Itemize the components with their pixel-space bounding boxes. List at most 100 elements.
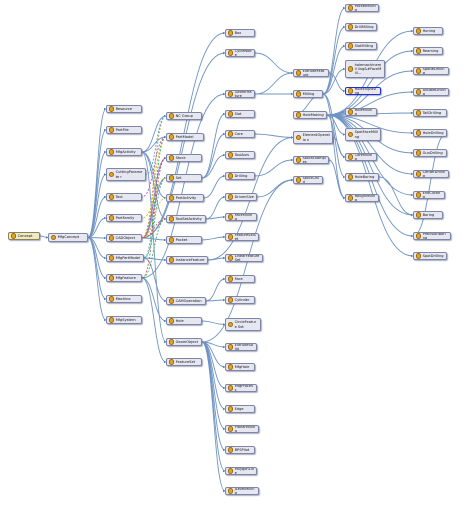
class-node-face[interactable]: Face bbox=[225, 275, 255, 283]
class-node-label: Reaming bbox=[422, 48, 439, 53]
class-node-label: Core bbox=[234, 131, 243, 136]
class-node-geomobject[interactable]: GeomObject bbox=[166, 338, 202, 346]
class-node-holemaking[interactable]: HoleMaking bbox=[293, 111, 327, 119]
edge-geomobject-mfgprocess bbox=[201, 341, 226, 390]
class-dot-icon bbox=[228, 468, 234, 474]
class-node-elementoperation[interactable]: ElementOperatio n bbox=[293, 131, 333, 144]
edge-set-slot bbox=[201, 112, 226, 179]
class-node-centerdrilling[interactable]: CenterDrilling bbox=[413, 170, 449, 178]
edge-geomobject-bpspilot bbox=[201, 341, 226, 452]
class-node-mfgprocess[interactable]: MfgProcess bbox=[225, 384, 257, 392]
class-node-hole[interactable]: Hole bbox=[166, 317, 202, 325]
class-node-partmodel[interactable]: PartModel bbox=[166, 133, 204, 141]
class-node-polygonline[interactable]: PolygonLine bbox=[225, 467, 257, 475]
class-dot-icon bbox=[228, 30, 234, 36]
class-node-stockchild[interactable]: StockChild bbox=[293, 176, 323, 184]
class-dot-icon bbox=[228, 152, 234, 158]
class-node-extrudesolid[interactable]: ExtrudeSolid bbox=[225, 343, 257, 351]
class-node-facemilling[interactable]: FaceMilling bbox=[225, 213, 257, 221]
class-node-partfile[interactable]: PartFile bbox=[106, 126, 142, 134]
class-node-honing[interactable]: Honing bbox=[413, 27, 443, 35]
class-node-mfghole[interactable]: MfgHole bbox=[225, 363, 255, 371]
class-node-camoperation[interactable]: CAMOperation bbox=[166, 297, 206, 305]
class-node-holemilling[interactable]: HoleMilling bbox=[345, 108, 377, 116]
class-node-slotmilling[interactable]: SlotMilling bbox=[345, 42, 377, 50]
class-node-instancefeature[interactable]: InstanceFeature bbox=[166, 256, 208, 264]
class-dot-icon bbox=[228, 344, 234, 350]
class-node-cadobject[interactable]: CADObject bbox=[106, 234, 142, 242]
class-node-geomfeature[interactable]: GeomFeature bbox=[225, 90, 255, 98]
class-node-endcutting[interactable]: EndCutting bbox=[413, 191, 445, 199]
class-node-extrudefeature[interactable]: ExtrudeFeature bbox=[293, 69, 329, 77]
class-node-drilling[interactable]: Drilling bbox=[225, 172, 255, 180]
class-node-machine[interactable]: Machine bbox=[106, 295, 142, 303]
class-dot-icon bbox=[416, 48, 422, 54]
class-node-label: HoleMaking bbox=[302, 112, 324, 117]
class-node-pocketmilling[interactable]: PocketMilling bbox=[345, 4, 379, 12]
class-node-holemachining[interactable]: holemachinemil ling&#FaceMill... bbox=[345, 60, 385, 78]
class-node-cylinder[interactable]: Cylinder bbox=[225, 296, 255, 304]
class-node-drivensize[interactable]: DrivenSize bbox=[225, 193, 257, 201]
class-node-circlefeatureset[interactable]: CircleFeature Set bbox=[225, 318, 261, 331]
edge-hole-circlefeatureset bbox=[201, 320, 226, 326]
class-node-concept[interactable]: Concept bbox=[8, 232, 40, 240]
class-dot-icon bbox=[348, 109, 354, 115]
class-node-ncgroup[interactable]: NC Group bbox=[166, 112, 202, 120]
class-node-toolsetactivity[interactable]: ToolSetActivity bbox=[166, 215, 206, 223]
edge-holemaking-reaming bbox=[326, 49, 414, 116]
class-node-planarmilling[interactable]: PlanarMilling bbox=[225, 425, 259, 433]
class-node-spotdrilling[interactable]: SpotDrilling bbox=[413, 252, 447, 260]
class-node-mfgsystem[interactable]: MfgSystem bbox=[106, 316, 142, 324]
class-node-holedrilling[interactable]: HoleDrilling bbox=[413, 129, 447, 137]
class-node-label: SlotMilling bbox=[354, 43, 374, 48]
class-node-mfgactivity[interactable]: MfgActivity bbox=[106, 148, 142, 156]
class-node-cyclenode[interactable]: CycleNode bbox=[225, 49, 255, 57]
class-node-bpspilot[interactable]: BPSPilot bbox=[225, 446, 255, 454]
class-node-pocket[interactable]: Pocket bbox=[166, 236, 202, 244]
class-dot-icon bbox=[228, 297, 234, 303]
class-node-spotfacemilling[interactable]: SpotFaceMilli ng bbox=[345, 128, 381, 141]
class-node-stock[interactable]: Stock bbox=[166, 154, 202, 162]
class-node-taildrilling[interactable]: TailDrilling bbox=[413, 109, 447, 117]
class-node-stockexamples[interactable]: StockExamples bbox=[293, 156, 329, 164]
class-node-holeboring[interactable]: HoleBoring bbox=[345, 173, 379, 181]
class-node-reaming[interactable]: Reaming bbox=[413, 47, 443, 55]
class-node-milling[interactable]: Milling bbox=[293, 90, 323, 98]
class-node-roughmilling[interactable]: RoughMilling bbox=[345, 194, 379, 202]
class-node-cuttingparam[interactable]: CuttingParamete r bbox=[106, 168, 146, 181]
class-node-core[interactable]: Core bbox=[225, 130, 255, 138]
edge-pocket-featureselset bbox=[201, 235, 226, 241]
class-node-mfgpartmodel[interactable]: MfgPartModel bbox=[106, 254, 144, 262]
class-node-label: DrivenSize bbox=[234, 194, 254, 199]
class-node-label: CoreMilling bbox=[354, 153, 373, 161]
class-node-set[interactable]: Set bbox=[166, 174, 202, 182]
class-node-featureset[interactable]: FeatureSet bbox=[166, 358, 202, 366]
class-node-gundrilling[interactable]: GunDrilling bbox=[413, 149, 447, 157]
class-node-label: ToolSetActivity bbox=[175, 216, 202, 221]
class-node-doubledrilling[interactable]: DoubleDrilling bbox=[413, 88, 449, 96]
class-node-holeengraving[interactable]: HoleEngraving bbox=[345, 87, 381, 95]
class-node-partfamily[interactable]: PartFamily bbox=[106, 214, 142, 222]
class-node-partactivity[interactable]: PartActivity bbox=[166, 194, 204, 202]
class-node-label: Slot bbox=[234, 111, 242, 116]
class-node-coremilling[interactable]: CoreMilling bbox=[345, 153, 377, 161]
class-node-jlevelmilling[interactable]: JLevelMilling bbox=[225, 487, 259, 495]
class-node-box[interactable]: Box bbox=[225, 29, 255, 37]
class-dot-icon bbox=[109, 215, 115, 221]
class-node-mfgfeature[interactable]: MfgFeature bbox=[106, 274, 142, 282]
class-node-mfgconcept[interactable]: MfgConcept bbox=[48, 233, 88, 242]
class-node-resource[interactable]: Resource bbox=[106, 105, 142, 113]
class-node-precisionboring[interactable]: PrecisionBoring bbox=[413, 232, 451, 240]
class-dot-icon bbox=[296, 157, 302, 163]
class-node-slot[interactable]: Slot bbox=[225, 110, 255, 118]
class-node-boring[interactable]: Boring bbox=[413, 211, 443, 219]
class-node-spotedrilling[interactable]: SpotleDrilling bbox=[413, 67, 449, 75]
class-node-featureselset[interactable]: FeatureSelSet bbox=[225, 233, 259, 241]
class-dot-icon bbox=[109, 194, 115, 200]
class-node-drillmilling[interactable]: DrillMilling bbox=[345, 23, 377, 31]
class-node-toolaxis[interactable]: ToolAxis bbox=[225, 151, 255, 159]
class-node-edge[interactable]: Edge bbox=[225, 405, 255, 413]
class-node-linearfeatureset[interactable]: LinearFeatureSet bbox=[225, 254, 263, 262]
class-dot-icon bbox=[109, 127, 115, 133]
class-node-tool[interactable]: Tool bbox=[106, 193, 142, 201]
